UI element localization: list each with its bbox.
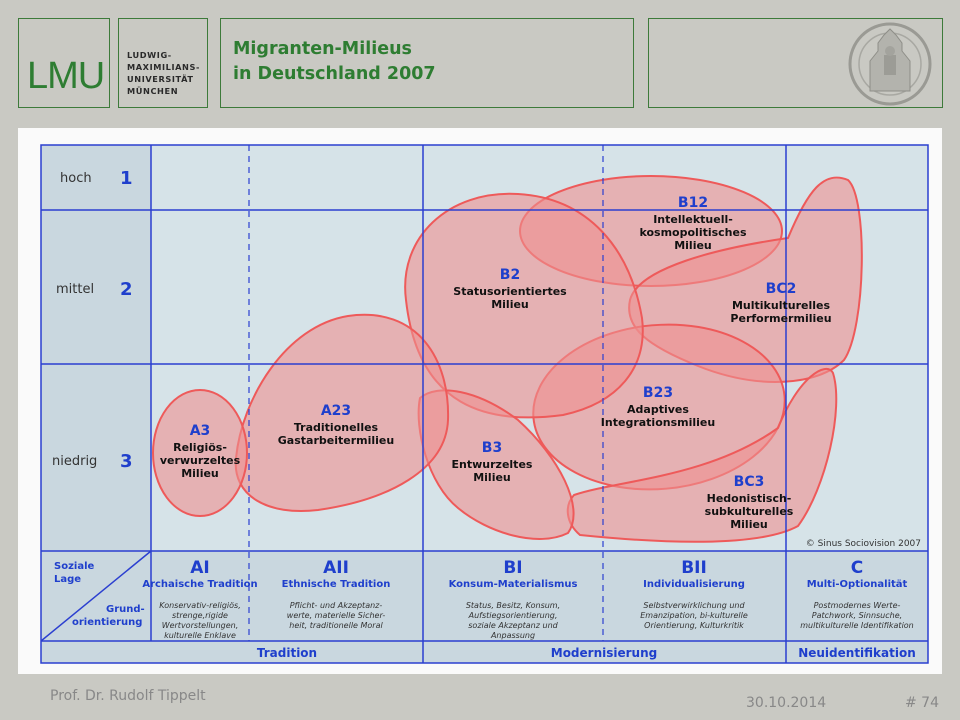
milieu-code-a23: A23 (321, 403, 351, 419)
column-name-0: Archaische Tradition (142, 579, 257, 590)
row-label-background (41, 145, 151, 551)
milieu-code-bc2: BC2 (766, 281, 797, 297)
corner-soziale: Soziale (54, 561, 94, 572)
column-desc-2-1: Aufstiegsorientierung, (468, 611, 558, 620)
footer-page-number: # 74 (905, 695, 939, 711)
milieu-code-b23: B23 (643, 385, 673, 401)
milieu-labels: A3Religiös-verwurzeltesMilieuA23Traditio… (160, 195, 832, 531)
milieu-label-a23-1: Gastarbeitermilieu (278, 434, 394, 447)
column-desc-3-2: Orientierung, Kulturkritik (644, 621, 744, 630)
milieu-code-bc3: BC3 (734, 474, 765, 490)
milieu-diagram: hoch 1 mittel 2 niedrig 3 Soziale Lage G… (40, 144, 929, 664)
university-name: LUDWIG- MAXIMILIANS- UNIVERSITÄT MÜNCHEN (127, 50, 200, 96)
column-desc-0-3: kulturelle Enklave (164, 631, 236, 640)
column-desc-3-0: Selbstverwirklichung und (643, 601, 745, 610)
milieu-label-bc2-1: Performermilieu (730, 312, 831, 325)
column-desc-0-1: strenge,rigide (172, 611, 228, 620)
diagram-area: hoch 1 mittel 2 niedrig 3 Soziale Lage G… (18, 128, 942, 674)
milieu-label-bc3-0: Hedonistisch- (707, 492, 792, 505)
column-desc-4-1: Patchwork, Sinnsuche, (812, 611, 902, 620)
row-label-niedrig: niedrig (52, 454, 97, 469)
milieu-label-b3-1: Milieu (473, 471, 511, 484)
column-name-3: Individualisierung (643, 579, 745, 590)
corner-grund: Grund- (106, 604, 145, 615)
milieu-code-b3: B3 (482, 440, 502, 456)
milieu-label-b12-0: Intellektuell- (653, 213, 733, 226)
milieu-label-b23-1: Integrationsmilieu (601, 416, 715, 429)
lmu-logo: LMU (27, 55, 105, 97)
row-num-1: 1 (120, 168, 133, 189)
title-box: Migranten-Milieus in Deutschland 2007 (220, 18, 634, 108)
corner-orientierung: orientierung (72, 617, 142, 628)
lmu-logo-box: LMU (18, 18, 110, 108)
milieu-label-b12-2: Milieu (674, 239, 712, 252)
column-desc-0-0: Konservativ-religiös, (159, 601, 240, 610)
milieu-label-b2-1: Milieu (491, 298, 529, 311)
grid-lines (40, 144, 929, 664)
row-num-3: 3 (120, 451, 133, 472)
column-name-2: Konsum-Materialismus (449, 579, 578, 590)
university-name-box: LUDWIG- MAXIMILIANS- UNIVERSITÄT MÜNCHEN (118, 18, 208, 108)
column-desc-0-2: Wertvorstellungen, (162, 621, 239, 630)
row-label-hoch: hoch (60, 171, 92, 186)
milieu-label-a3-1: verwurzeltes (160, 454, 241, 467)
column-desc-3-1: Emanzipation, bi-kulturelle (640, 611, 748, 620)
blob-a3 (152, 389, 248, 517)
milieu-label-b23-0: Adaptives (627, 403, 689, 416)
milieu-label-bc3-2: Milieu (730, 518, 768, 531)
footer-author: Prof. Dr. Rudolf Tippelt (50, 688, 206, 704)
milieu-label-b3-0: Entwurzeltes (452, 458, 533, 471)
row-label-mittel: mittel (56, 282, 94, 297)
column-code-3: BII (681, 558, 707, 578)
milieu-code-a3: A3 (190, 423, 211, 439)
column-desc-2-3: Anpassung (490, 631, 535, 640)
milieu-label-b2-0: Statusorientiertes (453, 285, 567, 298)
column-code-4: C (851, 558, 863, 578)
column-header-background (41, 551, 928, 641)
bottom-modernisierung: Modernisierung (551, 646, 657, 660)
footer-date: 30.10.2014 (746, 695, 827, 711)
column-name-4: Multi-Optionalität (807, 579, 908, 590)
milieu-code-b2: B2 (500, 267, 520, 283)
milieu-label-bc2-0: Multikulturelles (732, 299, 830, 312)
copyright: © Sinus Sociovision 2007 (806, 539, 921, 549)
column-desc-1-1: werte, materielle Sicher- (287, 611, 386, 620)
corner-lage: Lage (54, 574, 81, 585)
column-code-0: AI (190, 558, 209, 578)
column-code-1: AII (323, 558, 349, 578)
column-desc-2-2: soziale Akzeptanz und (468, 621, 558, 630)
milieu-label-bc3-1: subkulturelles (705, 505, 794, 518)
milieu-label-b12-1: kosmopolitisches (639, 226, 747, 239)
milieu-label-a3-2: Milieu (181, 467, 219, 480)
column-code-2: BI (503, 558, 522, 578)
column-desc-1-2: heit, traditionelle Moral (289, 621, 383, 630)
column-desc-4-0: Postmodernes Werte- (814, 601, 901, 610)
blob-bc3 (566, 367, 838, 543)
bottom-tradition: Tradition (257, 646, 317, 660)
dashed-grid-lines (248, 145, 604, 641)
column-name-1: Ethnische Tradition (282, 579, 391, 590)
bottom-neuidentifikation: Neuidentifikation (798, 646, 916, 660)
slide-title: Migranten-Milieus in Deutschland 2007 (233, 39, 436, 84)
blob-b3 (417, 389, 575, 540)
milieu-code-b12: B12 (678, 195, 708, 211)
column-desc-4-2: multikulturelle Identifikation (800, 621, 914, 630)
column-desc-2-0: Status, Besitz, Konsum, (466, 601, 560, 610)
milieu-label-a3-0: Religiös- (173, 441, 227, 454)
university-seal-icon (848, 22, 932, 106)
seal-box (648, 18, 943, 108)
bottom-band-background (41, 641, 928, 663)
milieu-label-a23-0: Traditionelles (294, 421, 379, 434)
row-num-2: 2 (120, 279, 133, 300)
column-desc-1-0: Pflicht- und Akzeptanz- (290, 601, 383, 610)
